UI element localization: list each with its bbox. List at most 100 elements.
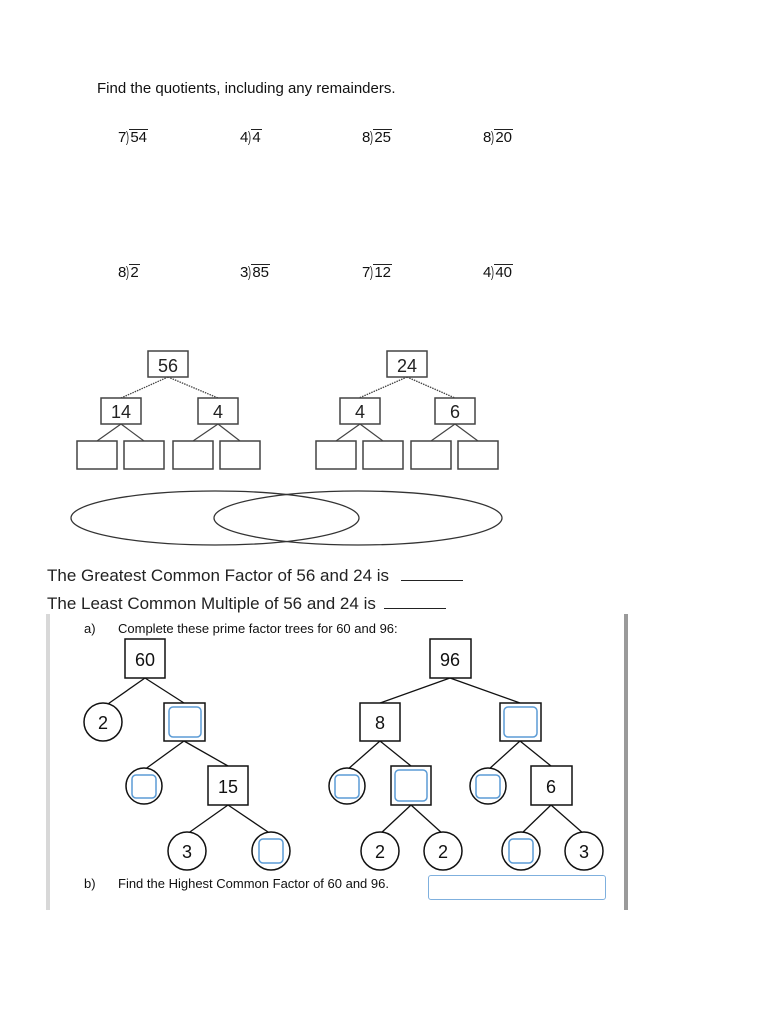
division-bracket: ) — [248, 129, 252, 146]
factor-tree-24: 24 4 6 — [315, 350, 499, 470]
node-value: 6 — [546, 777, 556, 797]
division-bracket: ) — [491, 129, 495, 146]
tree-branch — [346, 740, 381, 771]
node-value: 4 — [213, 402, 223, 422]
question-b: b)Find the Highest Common Factor of 60 a… — [84, 876, 389, 891]
division-bracket: ) — [370, 264, 374, 281]
prime-circle-node — [83, 702, 123, 742]
answer-input-box[interactable] — [168, 706, 202, 738]
node-value: 2 — [98, 713, 108, 733]
tree-branch — [104, 677, 146, 707]
answer-input-box[interactable] — [475, 774, 501, 799]
divisor: 7 — [118, 129, 127, 146]
tree-node — [359, 702, 401, 742]
prime-circle-node — [360, 831, 400, 871]
prime-circle-node — [564, 831, 604, 871]
division-problem: 3)85 — [240, 264, 271, 281]
divisor: 8 — [362, 129, 371, 146]
division-problem: 4)4 — [240, 129, 262, 146]
tree-branch — [550, 804, 585, 835]
tree-node — [530, 765, 573, 806]
division-problem: 8)25 — [362, 129, 393, 146]
empty-answer-box[interactable] — [219, 440, 261, 470]
tree-node-root — [386, 350, 428, 378]
tree-branch — [192, 423, 219, 442]
question-a: a)Complete these prime factor trees for … — [84, 621, 398, 636]
divisor: 4 — [483, 264, 492, 281]
tree-branch — [379, 677, 451, 704]
division-problem: 7)54 — [118, 129, 149, 146]
node-value: 15 — [218, 777, 238, 797]
tree-node-root — [429, 638, 472, 679]
tree-branch — [449, 677, 521, 704]
empty-answer-box[interactable] — [123, 440, 165, 470]
tree-branch — [183, 740, 229, 767]
node-value: 2 — [375, 842, 385, 862]
node-value: 3 — [579, 842, 589, 862]
factor-trees-56-24: 56 14 4 24 4 6 — [70, 350, 503, 546]
instruction-text: Find the quotients, including any remain… — [97, 80, 396, 97]
dividend: 12 — [373, 264, 393, 281]
scrollbar[interactable] — [624, 614, 628, 910]
division-bracket: ) — [248, 264, 252, 281]
answer-input-box[interactable] — [508, 838, 534, 864]
tree-branch — [379, 740, 412, 767]
divisor: 4 — [240, 129, 249, 146]
tree-node-root — [124, 638, 166, 679]
gcf-text: The Greatest Common Factor of 56 and 24 … — [47, 566, 390, 585]
divisor: 3 — [240, 264, 249, 281]
division-bracket: ) — [491, 264, 495, 281]
division-problem: 7)12 — [362, 264, 393, 281]
factor-tree-60: 60 2 15 3 — [83, 638, 291, 871]
tree-node-root — [147, 350, 189, 378]
question-label: a) — [84, 621, 96, 636]
empty-answer-box[interactable] — [410, 440, 452, 470]
division-bracket: ) — [370, 129, 374, 146]
division-problem: 8)20 — [483, 129, 514, 146]
factor-tree-96: 96 8 6 2 2 3 — [328, 638, 604, 871]
division-bracket: ) — [126, 264, 130, 281]
tree-branch — [487, 740, 521, 771]
tree-branch — [335, 423, 361, 442]
answer-input-box[interactable] — [131, 774, 157, 799]
divisor: 7 — [362, 264, 371, 281]
dividend: 85 — [251, 264, 271, 281]
answer-input-box[interactable] — [334, 774, 360, 799]
dividend: 54 — [129, 129, 149, 146]
node-value: 14 — [111, 402, 131, 422]
lcm-text: The Least Common Multiple of 56 and 24 i… — [47, 594, 376, 613]
node-value: 2 — [438, 842, 448, 862]
node-value: 3 — [182, 842, 192, 862]
dividend: 25 — [373, 129, 393, 146]
empty-answer-box[interactable] — [362, 440, 404, 470]
tree-branch — [217, 423, 241, 442]
empty-answer-box[interactable] — [76, 440, 118, 470]
tree-branch — [454, 423, 479, 442]
node-value: 8 — [375, 713, 385, 733]
empty-answer-box[interactable] — [315, 440, 357, 470]
dividend: 40 — [494, 264, 514, 281]
tree-branch — [379, 804, 412, 835]
venn-ellipse-left — [70, 490, 360, 546]
prime-factor-trees-60-96: 60 2 15 3 96 8 — [83, 638, 604, 871]
node-value: 24 — [397, 356, 417, 376]
lcm-answer-blank[interactable] — [383, 594, 446, 609]
question-text: Find the Highest Common Factor of 60 and… — [118, 876, 389, 891]
node-value: 6 — [450, 402, 460, 422]
answer-input-box[interactable] — [503, 706, 538, 738]
gcf-question: The Greatest Common Factor of 56 and 24 … — [47, 566, 464, 586]
empty-answer-box[interactable] — [172, 440, 214, 470]
gcf-answer-blank[interactable] — [401, 566, 464, 581]
tree-branch — [167, 376, 219, 399]
panel-left-edge — [46, 614, 50, 910]
hcf-answer-input[interactable] — [428, 875, 606, 900]
prime-circle-node — [423, 831, 463, 871]
prime-circle-node — [167, 831, 207, 871]
answer-input-box[interactable] — [258, 838, 284, 864]
node-value: 4 — [355, 402, 365, 422]
dividend: 2 — [129, 264, 140, 281]
empty-answer-box[interactable] — [457, 440, 499, 470]
venn-diagram — [70, 490, 503, 546]
answer-input-box[interactable] — [394, 769, 428, 802]
tree-branch — [227, 804, 272, 835]
